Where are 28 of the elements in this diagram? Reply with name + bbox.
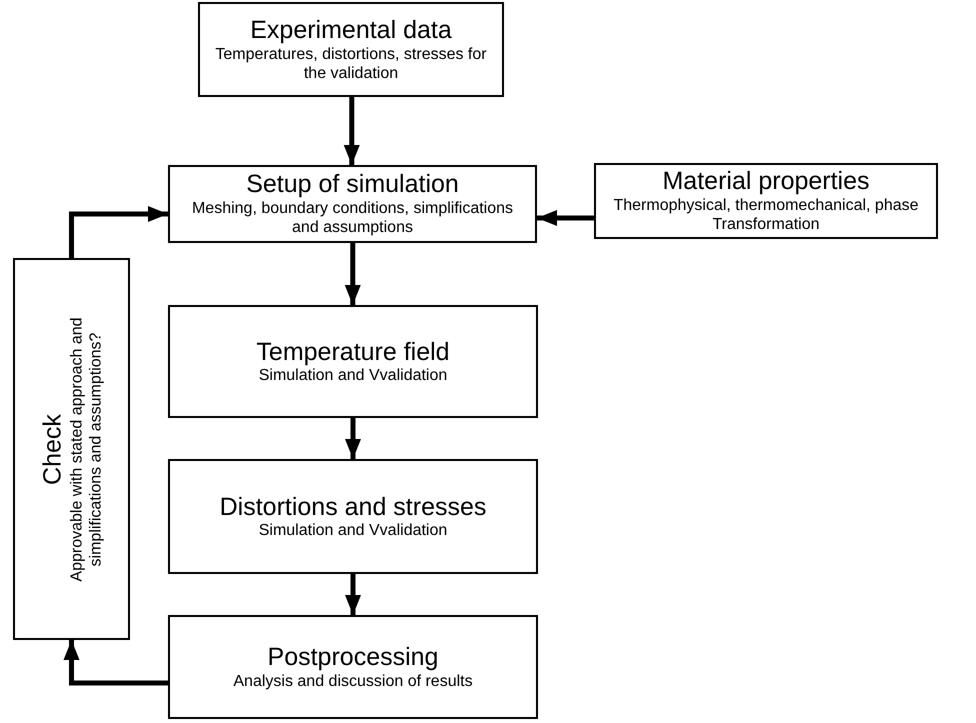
box-description: Simulation and Vvalidation (258, 521, 448, 540)
box-description: Thermophysical, thermomechanical, phase Transformation (612, 196, 920, 235)
box-title: Temperature field (256, 338, 450, 366)
arrow (345, 574, 361, 615)
arrow (344, 97, 360, 165)
box-description: Simulation and Vvalidation (258, 366, 448, 386)
box-title: Distortions and stresses (220, 492, 486, 522)
box-description: Temperatures, distortions, stresses for the validation (214, 44, 488, 84)
box-description: Analysis and discussion of results (232, 672, 474, 691)
box-description: Meshing, boundary conditions, simplifications and assumptions (190, 199, 514, 238)
box-title: Setup of simulation (246, 170, 459, 200)
process-box (168, 459, 538, 574)
box-description: Approvable with stated approach and simplifications and assumptions? (66, 316, 105, 584)
process-box (168, 615, 538, 719)
process-box (168, 305, 538, 418)
box-title: Check (38, 414, 67, 484)
box-title: Material properties (662, 167, 870, 196)
arrow (69, 206, 168, 258)
box-title: Experimental data (250, 16, 452, 45)
process-box (13, 258, 130, 640)
arrow (345, 418, 361, 459)
arrow (64, 640, 168, 686)
process-box (198, 2, 504, 97)
arrow (344, 243, 361, 305)
process-box (168, 165, 537, 243)
box-title: Postprocessing (268, 643, 438, 672)
arrow (537, 210, 594, 226)
process-box (594, 163, 938, 239)
